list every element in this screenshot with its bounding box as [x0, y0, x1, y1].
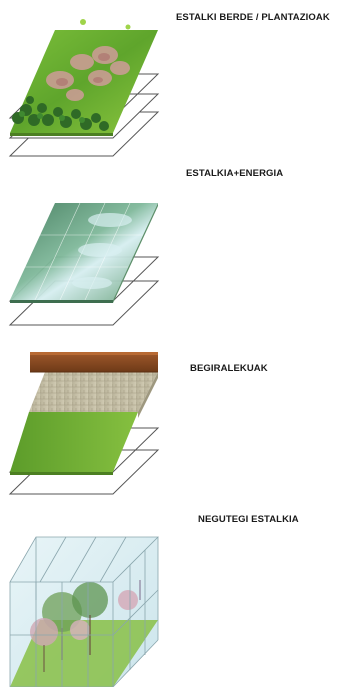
grass-slab-edge	[10, 133, 113, 136]
greenhouse-frame	[9, 536, 159, 687]
wooden-bench	[30, 352, 158, 372]
layer-energy-roof	[8, 202, 160, 326]
grass-slab	[10, 412, 138, 472]
layer-green-roof	[8, 19, 160, 157]
layer-label-greenhouse: NEGUTEGI ESTALKIA	[198, 514, 299, 525]
blossom-shrubs	[46, 46, 130, 101]
deck-paving	[29, 372, 158, 412]
layer-label-energy-roof: ESTALKIA+ENERGIA	[186, 168, 284, 179]
layer-label-green-roof: ESTALKI BERDE / PLANTAZIOAK	[176, 12, 330, 23]
tree-row	[12, 96, 109, 131]
layer-lookouts	[8, 352, 160, 495]
layer-greenhouse	[9, 536, 159, 687]
layer-label-lookouts: BEGIRALEKUAK	[190, 363, 268, 374]
marker-dot	[125, 24, 131, 30]
grass-slab	[10, 30, 158, 133]
marker-dot	[80, 19, 86, 25]
